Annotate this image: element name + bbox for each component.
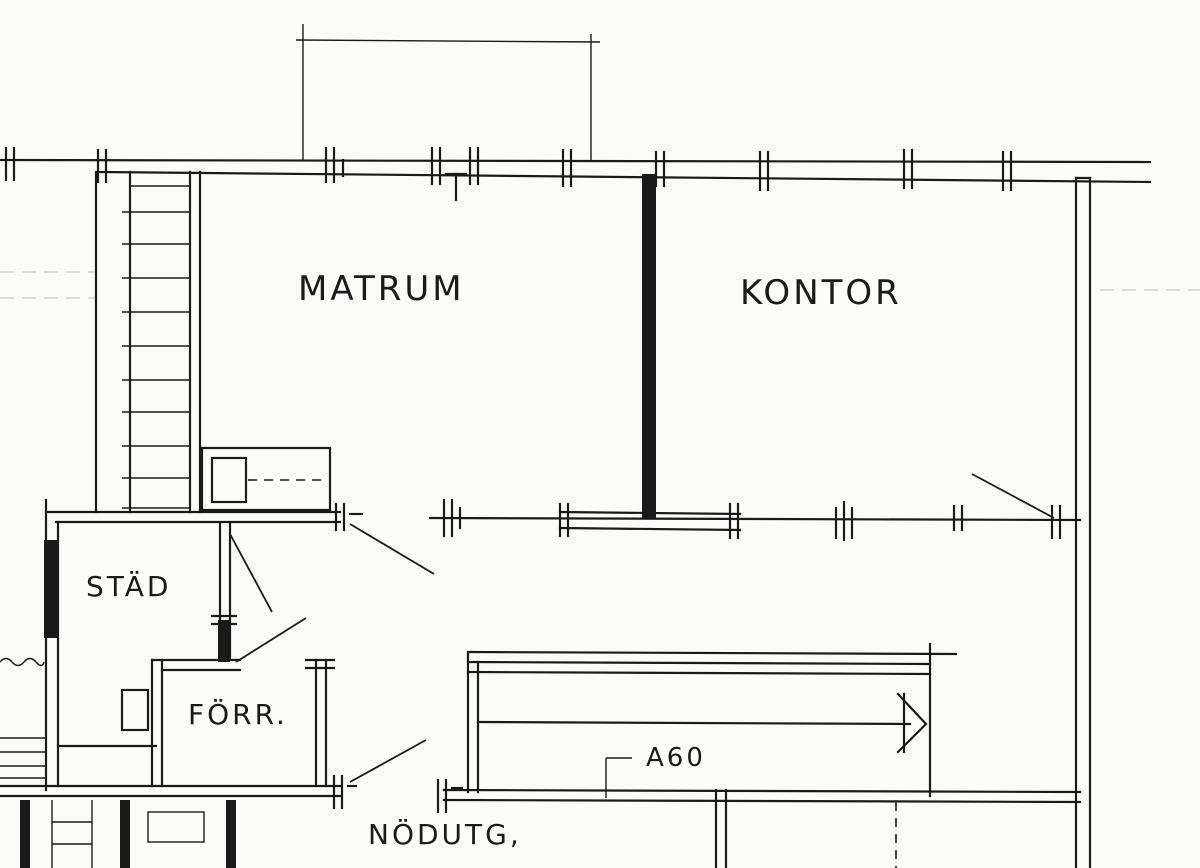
top-exterior-wall <box>0 146 1152 202</box>
fire-rating-label: A60 <box>646 743 706 773</box>
room-label-forr: FÖRR. <box>188 697 288 731</box>
corridor-north-wall <box>46 498 1082 542</box>
room-label-stad: STÄD <box>86 570 171 603</box>
room-label-nodutg: NÖDUTG, <box>368 817 522 851</box>
right-exterior-wall <box>1074 176 1092 868</box>
stad-room <box>44 498 238 792</box>
top-projection <box>295 24 601 162</box>
forr-room <box>120 658 336 788</box>
room-label-matrum: MATRUM <box>298 269 465 309</box>
staircase <box>94 170 202 514</box>
left-fragments <box>0 657 236 868</box>
guide-lines <box>0 271 1200 299</box>
door-swings <box>229 473 1055 783</box>
a60-enclosure <box>466 642 958 798</box>
dividing-wall <box>642 174 656 518</box>
shaft <box>200 446 332 512</box>
bottom-wall <box>0 774 1082 868</box>
room-label-kontor: KONTOR <box>740 273 902 313</box>
